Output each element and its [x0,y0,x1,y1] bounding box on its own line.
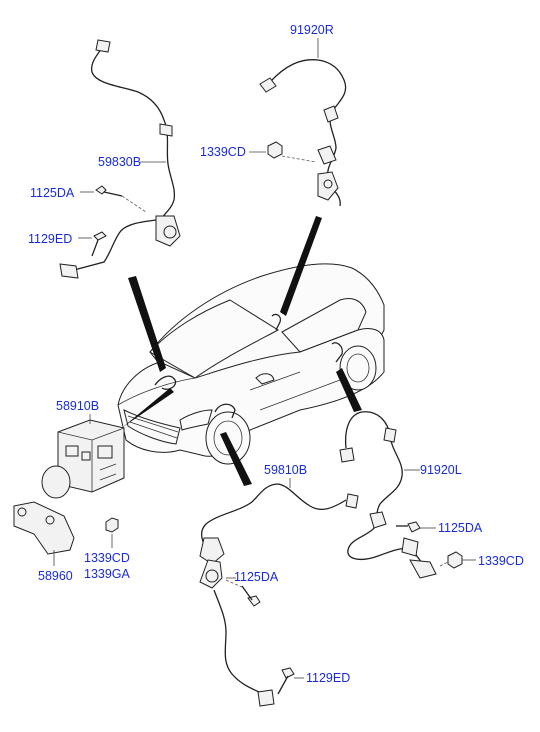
pointer-wedges [100,216,362,486]
front-left-bolt-2: 1129ED [28,231,107,257]
rear-left-nut: 1339CD [439,551,524,569]
pointer-rear-left [336,368,362,412]
label-1125DA-right: 1125DA [438,521,483,535]
label-59810B: 59810B [264,463,307,477]
label-1339CD-lower: 1339CD [84,551,130,565]
label-59830B: 59830B [98,155,141,169]
label-58910B: 58910B [56,399,99,413]
rear-right-nut: 1339CD [200,141,317,163]
label-1129ED-lower: 1129ED [306,671,350,685]
label-1339CD-right: 1339CD [478,554,524,568]
rear-right-sensor: 91920R [259,23,347,207]
label-91920R: 91920R [290,23,334,37]
pointer-abs [100,388,174,446]
front-right-bolt-2: 1129ED [277,667,350,695]
abs-bracket-nut: 1339CD 1339GA [84,517,131,581]
pointer-front-right [220,432,252,486]
label-1125DA-lower-middle: 1125DA [234,570,279,584]
rear-left-bolt: 1125DA [396,521,483,535]
label-1339CD-upper: 1339CD [200,145,246,159]
car-illustration [117,263,385,465]
label-1339GA: 1339GA [84,567,131,581]
label-91920L: 91920L [420,463,462,477]
abs-bracket: 58960 [13,501,75,583]
front-left-bolt: 1125DA [30,185,147,213]
label-1129ED-upper: 1129ED [28,232,72,246]
label-1125DA-upper-left: 1125DA [30,186,75,200]
front-left-sensor: 59830B [59,39,181,279]
front-right-bolt: 1125DA [225,570,279,607]
abs-module: 58910B [41,399,125,499]
front-right-sensor: 59810B [199,463,359,707]
pointer-front-left [128,276,166,372]
label-58960: 58960 [38,569,73,583]
rear-left-sensor: 91920L [339,411,462,579]
pointer-rear-right [280,216,322,316]
